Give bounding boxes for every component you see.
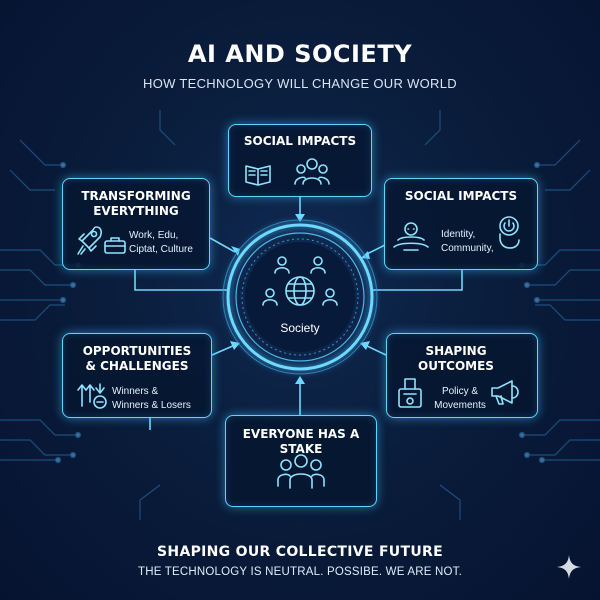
hub-society-label: Society	[280, 321, 320, 335]
megaphone-icon	[491, 380, 519, 405]
box-shaping-title-1: SHAPING	[425, 344, 487, 358]
box-opportunities-text-2: Winners & Losers	[112, 400, 191, 411]
society-people-icon	[262, 256, 338, 306]
page-title: AI AND SOCIETY	[187, 40, 413, 68]
footer-subtitle: THE TECHNOLOGY IS NEUTRAL. POSSIBE. WE A…	[137, 566, 463, 578]
footer-title: SHAPING OUR COLLECTIVE FUTURE	[157, 544, 443, 560]
box-opportunities-title-2: & CHALLENGES	[85, 359, 189, 373]
vote-box-icon	[398, 378, 422, 408]
box-opportunities-text-1: Winners &	[112, 386, 159, 397]
box-social-impacts-top	[228, 124, 372, 197]
box-shaping-text-1: Policy &	[441, 386, 479, 397]
power-hand-icon	[499, 216, 520, 249]
meditating-person-icon	[393, 222, 429, 251]
people-group-icon	[294, 158, 330, 185]
box-social-impacts-right-text-2: Community,	[441, 243, 494, 254]
box-transforming-text-2: Ciptat, Culture	[129, 244, 193, 255]
box-everyone-has-a-stake	[225, 415, 377, 507]
globe-icon	[285, 276, 315, 306]
sparkle-icon	[557, 555, 581, 579]
page-subtitle: HOW TECHNOLOGY WILL CHANGE OUR WORLD	[143, 76, 457, 91]
book-icon	[245, 165, 271, 186]
box-shaping-text-2: Movements	[434, 400, 486, 411]
up-down-arrows-icon	[77, 383, 107, 409]
box-transforming-text-1: Work, Edu,	[129, 230, 179, 241]
society-hub	[222, 219, 378, 375]
box-transforming-everything	[62, 178, 210, 270]
box-opportunities-title-1: OPPORTUNITIES	[82, 344, 192, 358]
box-transforming-title-2: EVERYTHING	[93, 204, 179, 218]
box-social-impacts-right-text-1: Identity,	[441, 229, 476, 240]
box-social-impacts-right-title: SOCIAL IMPACTS	[404, 189, 518, 203]
box-everyone-title: EVERYONE HAS A STAKE	[242, 427, 360, 456]
box-social-impacts-right	[384, 178, 538, 270]
team-icon	[277, 454, 325, 489]
briefcase-icon	[104, 237, 126, 254]
box-opportunities-challenges	[62, 333, 212, 418]
rocket-icon	[77, 226, 102, 255]
box-social-impacts-top-title: SOCIAL IMPACTS	[243, 134, 357, 148]
box-transforming-title-1: TRANSFORMING	[81, 189, 191, 203]
box-shaping-title-2: OUTCOMES	[418, 359, 494, 373]
